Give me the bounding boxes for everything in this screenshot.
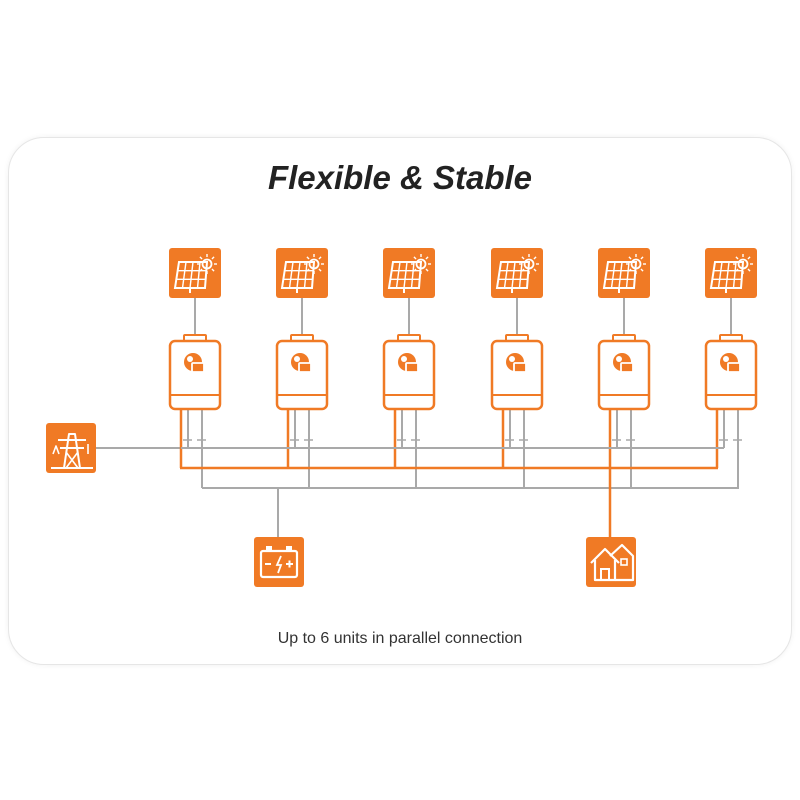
solar-panel-sun-icon (383, 248, 435, 298)
solar-panel-sun-icon (705, 248, 757, 298)
peripheral-devices (46, 423, 636, 587)
inverter-icon (382, 334, 436, 411)
wiring (96, 296, 742, 538)
solar-panel-sun-icon (491, 248, 543, 298)
power-grid-tower-icon (46, 423, 96, 473)
inverter-icon (704, 334, 758, 411)
inverter-icon (168, 334, 222, 411)
inverter-icon (490, 334, 544, 411)
inverter-icon (275, 334, 329, 411)
diagram-title: Flexible & Stable (267, 159, 533, 196)
home-load-icon (586, 537, 636, 587)
battery-icon (254, 537, 304, 587)
solar-panel-sun-icon (276, 248, 328, 298)
inverter-units (168, 248, 758, 411)
inverter-icon (597, 334, 651, 411)
diagram-caption: Up to 6 units in parallel connection (277, 630, 523, 647)
solar-panel-sun-icon (169, 248, 221, 298)
solar-panel-sun-icon (598, 248, 650, 298)
